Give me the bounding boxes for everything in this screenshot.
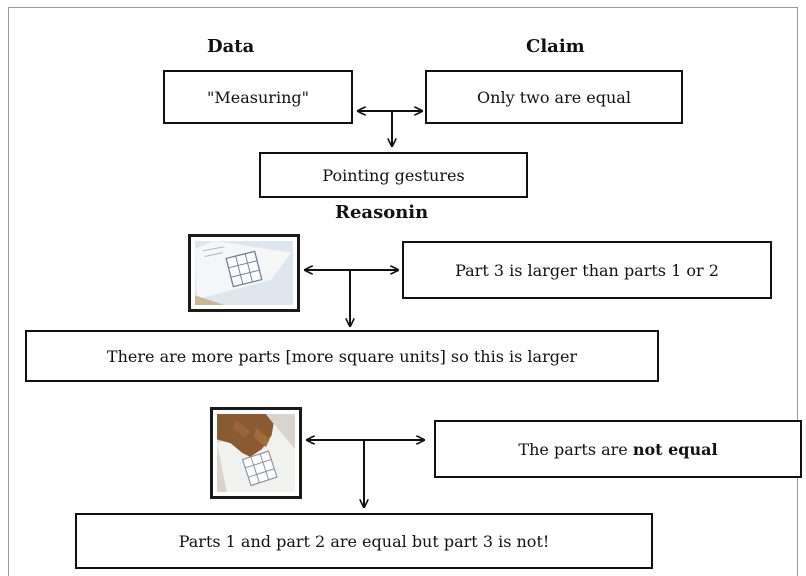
claim-box: Only two are equal [425, 70, 683, 124]
reason-3-text: Parts 1 and part 2 are equal but part 3 … [178, 531, 550, 551]
worksheet-grid-icon [195, 241, 293, 305]
reason-2-text: There are more parts [more square units]… [106, 346, 578, 366]
data-box: "Measuring" [163, 70, 353, 124]
reason-3-box: Parts 1 and part 2 are equal but part 3 … [75, 513, 653, 569]
claim-box-text: Only two are equal [477, 87, 631, 107]
data-box-text: "Measuring" [207, 87, 309, 107]
claim-2-box: Part 3 is larger than parts 1 or 2 [402, 241, 772, 299]
heading-reasoning: Reasonin [335, 202, 429, 223]
diagram-frame [8, 7, 798, 576]
reason-2-box: There are more parts [more square units]… [25, 330, 659, 382]
hand-pointing-worksheet-photo [210, 407, 302, 499]
worksheet-grid-photo [188, 234, 300, 312]
claim-3-text: The parts are not equal [518, 440, 717, 459]
claim-3-bold: not equal [632, 439, 718, 459]
claim-3-prefix: The parts are [518, 439, 633, 459]
heading-data: Data [207, 36, 255, 57]
gesture-box-text: Pointing gestures [322, 165, 465, 185]
claim-3-box: The parts are not equal [434, 420, 802, 478]
hand-pointing-icon [217, 414, 295, 492]
heading-claim: Claim [526, 36, 585, 57]
claim-2-text: Part 3 is larger than parts 1 or 2 [455, 260, 719, 280]
gesture-box: Pointing gestures [259, 152, 528, 198]
